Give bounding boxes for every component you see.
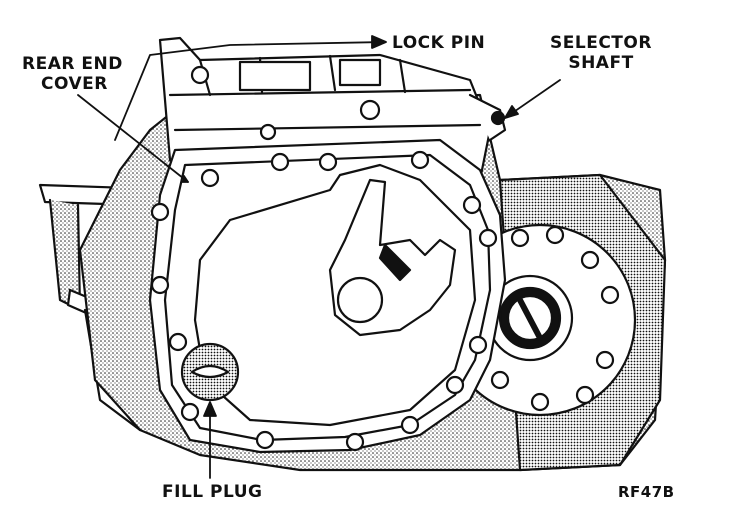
leader-lines (77, 35, 561, 479)
rear-end-cover-label-line-2: COVER (40, 74, 108, 94)
differential-housing (443, 173, 667, 472)
selector-shaft-label: SELECTOR SHAFT (546, 33, 656, 73)
rear-end-cover-label: REAR END COVER (22, 54, 123, 94)
rear-end-cover (148, 138, 507, 454)
fill-plug-label: FILL PLUG (162, 482, 263, 502)
selector-shaft-label-line-1: SELECTOR (550, 33, 652, 53)
selector-shaft (468, 93, 507, 142)
fill-plug (180, 342, 240, 402)
selector-shaft-label-line-2: SHAFT (568, 53, 634, 73)
lock-pin-label: LOCK PIN (392, 33, 486, 53)
figure-code: RF47B (618, 483, 675, 501)
rear-end-cover-label-line-1: REAR END (22, 54, 123, 74)
